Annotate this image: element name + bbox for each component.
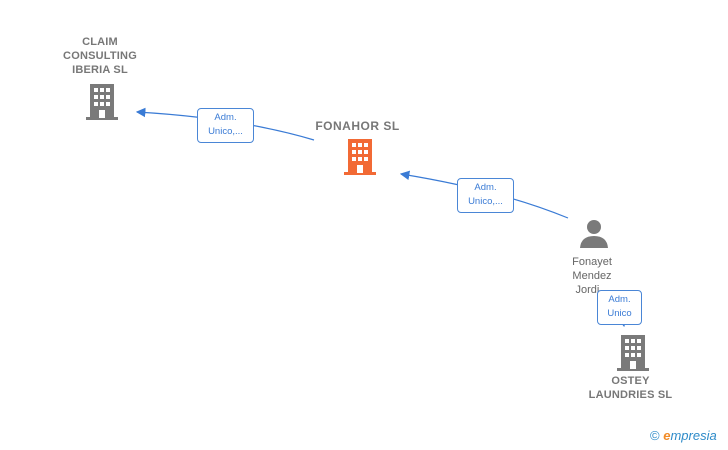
copyright-icon: © <box>650 428 660 443</box>
label-line: IBERIA SL <box>72 64 128 76</box>
building-icon[interactable] <box>85 84 119 120</box>
label-line: CONSULTING <box>63 50 137 62</box>
building-icon[interactable] <box>616 335 650 371</box>
node-label-ostey: OSTEY LAUNDRIES SL <box>578 374 683 402</box>
brand-logo-text: mpresia <box>670 428 717 443</box>
brand-logo-e: e <box>663 428 671 443</box>
relation-role-detail: Unico,... <box>468 196 503 207</box>
person-icon[interactable] <box>579 219 609 249</box>
relation-badge-person-fonahor[interactable]: Adm. Unico,... <box>457 178 514 213</box>
label-line: CLAIM <box>82 36 118 48</box>
relation-role-detail: Unico,... <box>208 126 243 137</box>
node-label-person: Fonayet Mendez Jordi... <box>552 255 632 297</box>
node-label-claim: CLAIM CONSULTING IBERIA SL <box>50 35 150 77</box>
relation-role: Adm. <box>474 182 497 193</box>
brand-watermark: © empresia <box>650 428 717 443</box>
building-icon[interactable] <box>343 139 377 175</box>
relation-role-detail: Unico <box>607 308 632 319</box>
relation-badge-person-ostey[interactable]: Adm. Unico <box>597 290 642 325</box>
node-label-fonahor: FONAHOR SL <box>315 119 400 133</box>
label-line: Fonayet <box>572 256 612 268</box>
label-line: LAUNDRIES SL <box>588 389 673 401</box>
relation-role: Adm. <box>608 294 631 305</box>
label-line: OSTEY <box>611 375 650 387</box>
label-line: Mendez <box>572 270 612 282</box>
relation-badge-fonahor-claim[interactable]: Adm. Unico,... <box>197 108 254 143</box>
relation-role: Adm. <box>214 112 237 123</box>
